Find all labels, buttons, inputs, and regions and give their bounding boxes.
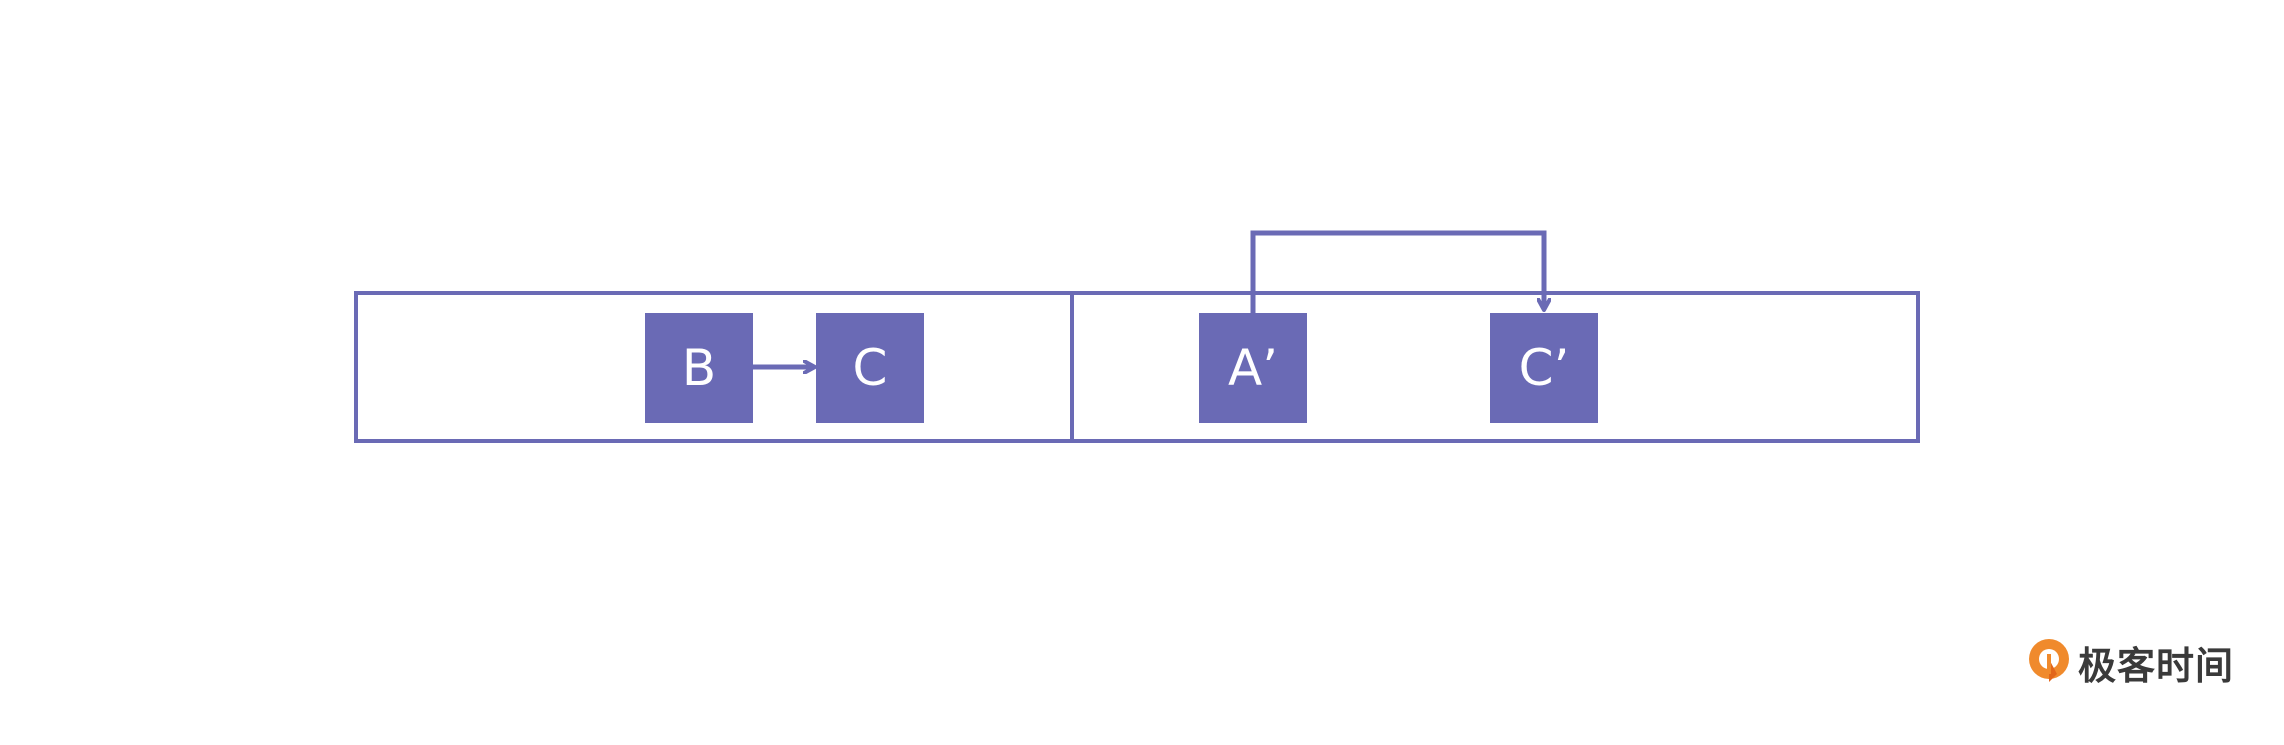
- node-a-prime-label: A’: [1228, 339, 1278, 397]
- node-b-label: B: [682, 339, 716, 397]
- node-a-prime-box: [1199, 313, 1307, 423]
- geektime-logo: 极客时间: [2026, 634, 2234, 690]
- node-c-label: C: [853, 339, 888, 397]
- node-b: B: [645, 313, 753, 423]
- node-c: C: [816, 313, 924, 423]
- node-a-prime: A’: [1199, 313, 1307, 423]
- node-c-prime-label: C’: [1519, 339, 1570, 397]
- node-c-box: [816, 313, 924, 423]
- node-c-prime: C’: [1490, 313, 1598, 423]
- geektime-logo-icon: [2029, 639, 2069, 682]
- node-b-box: [645, 313, 753, 423]
- node-c-prime-box: [1490, 313, 1598, 423]
- arrow-a-prime-to-c-prime: [1250, 230, 1544, 313]
- right-container: [1070, 291, 1920, 443]
- logo-text: 极客时间: [2078, 643, 2235, 688]
